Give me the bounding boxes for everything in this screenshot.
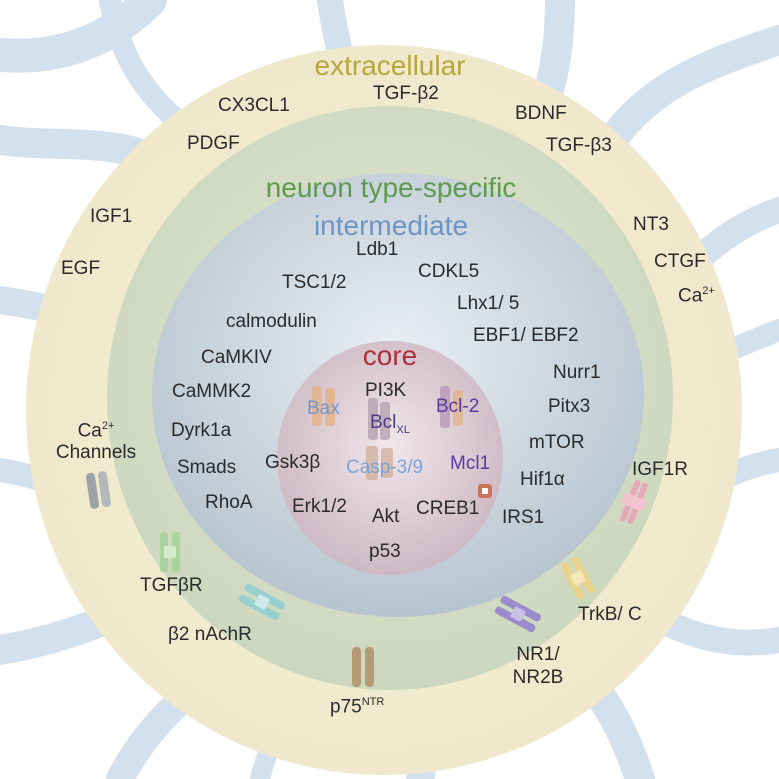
label-tgfb3: TGF-β3 — [546, 135, 612, 156]
label-ca-channels-name: Channels — [55, 442, 137, 464]
bcl-xl-protein-icon — [368, 398, 390, 440]
label-p53: p53 — [369, 541, 401, 562]
label-bcl-base: Bcl — [370, 412, 397, 433]
extracellular-title: extracellular — [314, 50, 466, 81]
label-cdkl5: CDKL5 — [418, 261, 480, 282]
label-nt3: NT3 — [633, 214, 669, 235]
label-bcl2: Bcl-2 — [436, 396, 480, 417]
label-camkiv: CaMKIV — [201, 347, 272, 368]
label-igf1r: IGF1R — [632, 459, 688, 480]
label-bax: Bax — [307, 398, 340, 419]
label-bcl-subscript: XL — [396, 423, 410, 436]
label-smads: Smads — [177, 457, 237, 478]
label-hif1a: Hif1α — [520, 469, 565, 490]
label-rhoa: RhoA — [205, 492, 253, 513]
casp-protein-icon — [366, 446, 393, 480]
bcl2-protein-icon — [440, 386, 463, 428]
label-calmodulin: calmodulin — [226, 311, 317, 332]
neuron-type-specific-title: neuron type-specific — [265, 172, 517, 203]
label-erk12: Erk1/2 — [292, 496, 347, 517]
label-lhx15: Lhx1/ 5 — [457, 293, 520, 314]
tgfbr-receptor-icon — [160, 532, 180, 572]
nmda-receptor-icon — [494, 595, 542, 633]
label-nmda: NR1/ NR2B — [513, 644, 564, 690]
label-casp: Casp-3/9 — [346, 457, 424, 478]
label-p75-sup: NTR — [361, 696, 385, 708]
label-ca-charge: 2+ — [702, 285, 715, 297]
label-dyrk1a: Dyrk1a — [171, 420, 232, 441]
label-pi3k: PI3K — [365, 380, 407, 401]
p75-receptor-icon — [352, 647, 374, 687]
nachr-receptor-icon — [238, 583, 286, 621]
label-bcl-xl: BclXL — [370, 413, 410, 436]
intermediate-title: intermediate — [313, 210, 469, 241]
label-pitx3: Pitx3 — [548, 396, 591, 417]
label-bdnf: BDNF — [515, 103, 567, 124]
trkbc-receptor-icon — [560, 556, 596, 600]
label-igf1: IGF1 — [90, 206, 133, 227]
label-trkbc: TrkB/ C — [578, 604, 642, 625]
label-nurr1: Nurr1 — [553, 362, 601, 383]
label-ctgf: CTGF — [654, 251, 706, 272]
label-ca-channels-ion: Ca2+ — [56, 420, 136, 442]
label-nr1: NR1/ — [516, 644, 560, 665]
label-cx3cl1: CX3CL1 — [218, 95, 290, 116]
label-irs1: IRS1 — [502, 507, 545, 528]
label-p75: p75NTR — [330, 696, 385, 718]
label-p75-base: p75 — [330, 696, 362, 718]
creb1-marker-icon — [478, 484, 492, 498]
label-ebf: EBF1/ EBF2 — [473, 325, 579, 346]
label-ca-ion: Ca2+ — [678, 285, 715, 307]
label-gsk3b: Gsk3β — [265, 452, 321, 473]
label-tsc12: TSC1/2 — [282, 272, 347, 293]
label-ca-channels-charge: 2+ — [101, 420, 115, 432]
label-pdgf: PDGF — [187, 133, 240, 154]
label-nr2b: NR2B — [512, 666, 564, 688]
label-ca-base: Ca — [678, 285, 703, 307]
label-cammk2: CaMMK2 — [172, 381, 252, 402]
label-creb1: CREB1 — [416, 498, 480, 519]
core-title: core — [362, 340, 418, 371]
label-ca-channels: Ca2+ Channels — [56, 420, 136, 464]
label-mtor: mTOR — [529, 432, 585, 453]
label-tgfb2: TGF-β2 — [373, 83, 439, 104]
label-mcl1: Mcl1 — [450, 453, 491, 474]
bax-protein-icon — [312, 386, 335, 426]
label-akt: Akt — [372, 506, 400, 527]
ca-channel-icon — [86, 471, 111, 509]
label-egf: EGF — [61, 258, 101, 279]
label-tgfbr: TGFβR — [140, 575, 203, 596]
igf1r-receptor-icon — [620, 479, 648, 525]
label-ca-channels-base: Ca — [77, 420, 102, 442]
label-b2nachr: β2 nAchR — [168, 624, 252, 645]
label-ldb1: Ldb1 — [356, 239, 399, 260]
